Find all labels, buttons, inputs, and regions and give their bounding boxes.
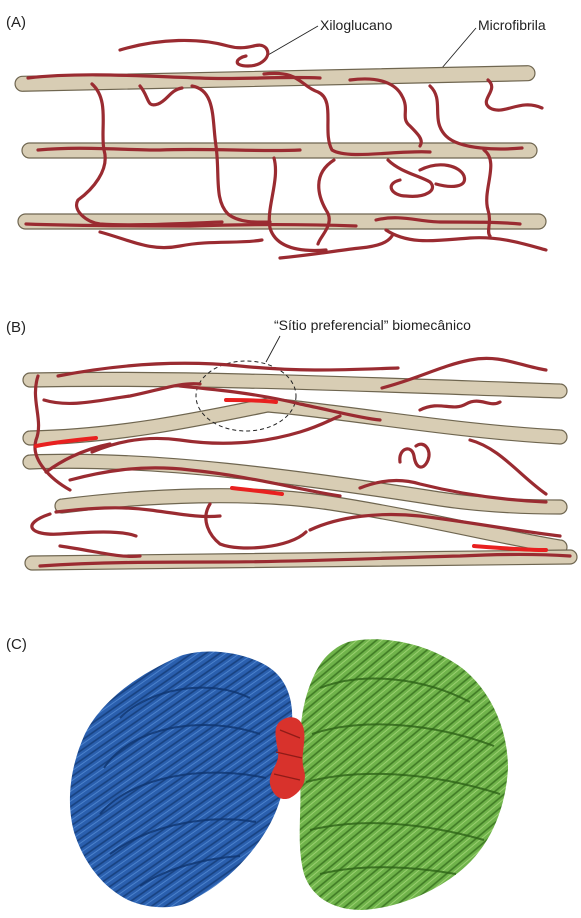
xyloglucan-chain: [318, 160, 334, 244]
xyloglucan-chain: [470, 440, 546, 494]
xyloglucan-chain: [400, 444, 429, 467]
panel-a-diagram: [0, 0, 581, 300]
xyloglucan-chain: [420, 165, 465, 187]
microfibril-b1: [23, 372, 567, 398]
xyloglucan-chain: [120, 40, 268, 66]
hotspot-leader-line: [266, 336, 280, 362]
xyloglucan-chain: [430, 86, 522, 149]
xyloglucan-chain: [280, 236, 392, 258]
xyloglucan-chain: [350, 79, 421, 146]
panel-c-model: [0, 618, 581, 918]
xyloglucan-chain: [388, 160, 433, 196]
xyloglucan-chain: [486, 80, 542, 110]
xyloglucan-chain: [269, 158, 326, 250]
xyloglucan-chain: [420, 401, 500, 410]
xyloglucan-chain: [386, 230, 546, 250]
xyloglucan-leader-line: [268, 26, 318, 55]
xyloglucan-chain: [32, 514, 136, 536]
xyloglucan-chain: [56, 508, 220, 517]
hotspot-segment: [226, 400, 276, 402]
microfibril-b2: [23, 398, 567, 445]
xyloglucan-chain: [100, 232, 262, 248]
xyloglucan-chain: [206, 504, 306, 548]
panel-b-diagram: [0, 300, 581, 600]
